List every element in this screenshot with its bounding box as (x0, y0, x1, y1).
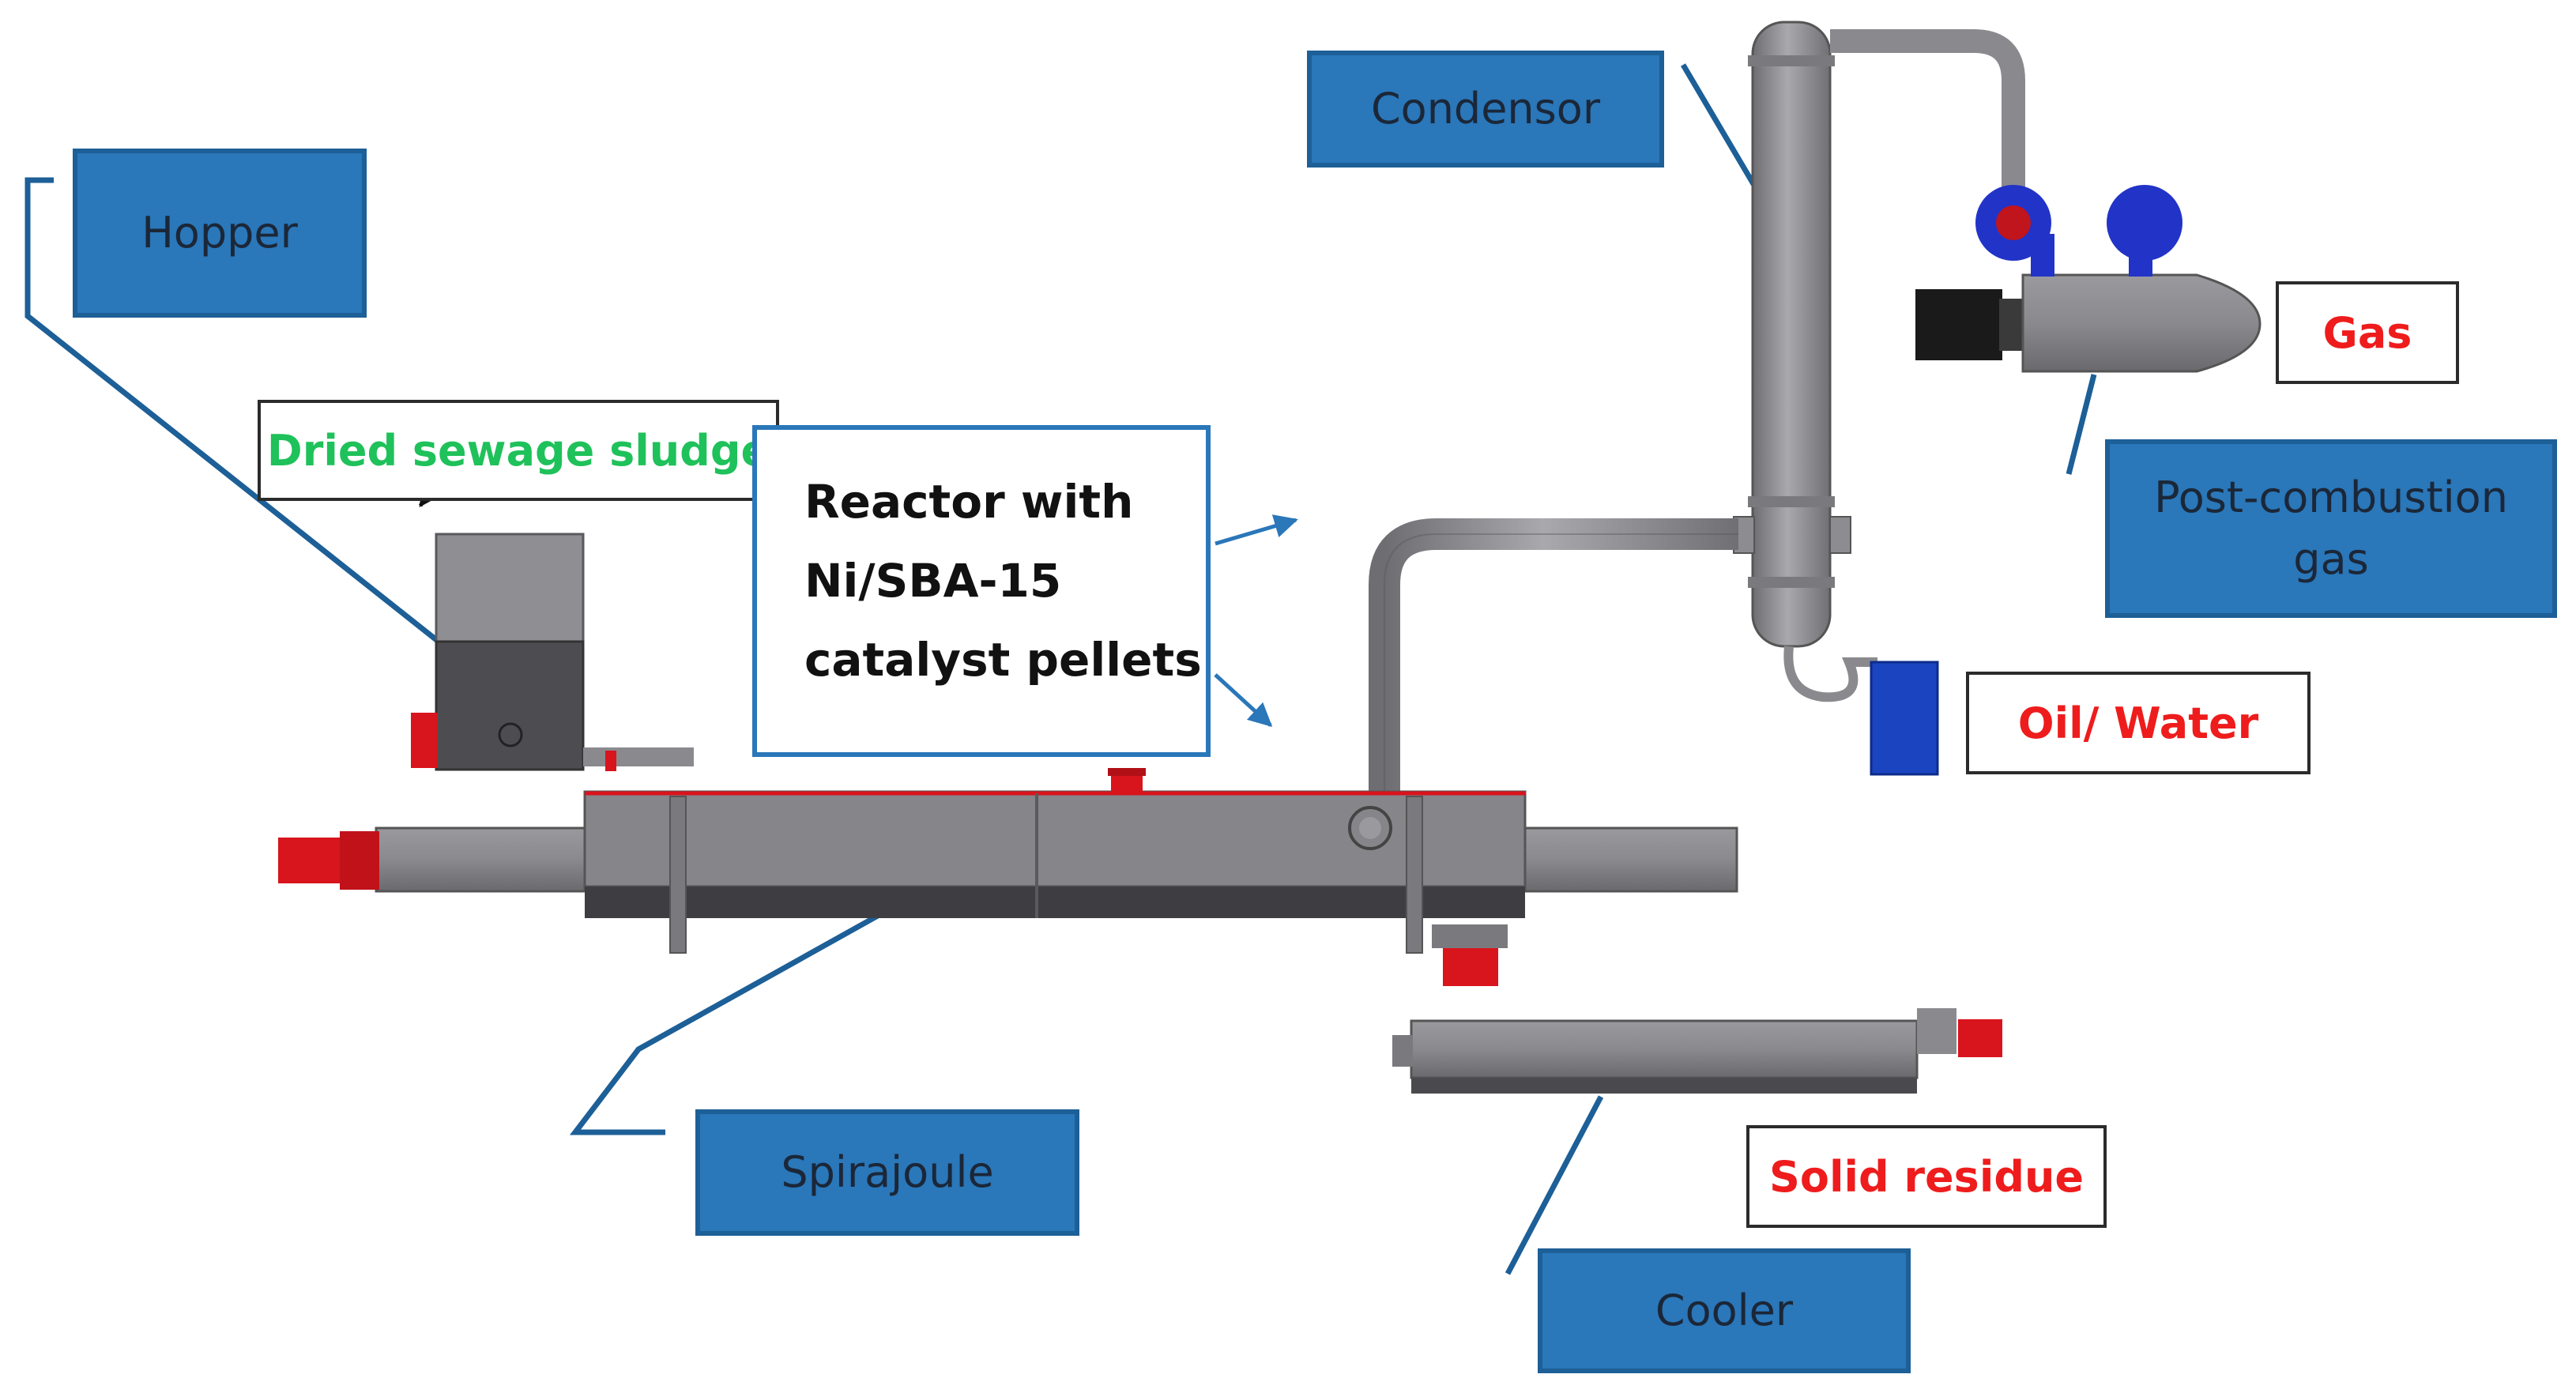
condensor-label-text: Condensor (1370, 83, 1601, 134)
cooler-leader (1505, 1095, 1604, 1275)
dried-sludge-label: Dried sewage sludge (258, 400, 779, 501)
condensor-label: Condensor (1307, 51, 1664, 168)
vapour-pipe (1369, 518, 1738, 800)
cooler-motor (1958, 1019, 2002, 1057)
reactor-note: Reactor with Ni/SBA-15 catalyst pellets (752, 425, 1211, 757)
drain-pipe (1783, 646, 1877, 702)
reactor-note-line1: Reactor with (804, 475, 1134, 529)
hopper-label: Hopper (73, 149, 367, 318)
oil-water-text: Oil/ Water (2017, 698, 2259, 748)
reactor-arrow-upper (1215, 514, 1298, 546)
oil-water-label: Oil/ Water (1966, 672, 2310, 774)
spirajoule-label: Spirajoule (695, 1109, 1079, 1236)
spirajoule-label-text: Spirajoule (781, 1146, 994, 1197)
burner-assembly (1915, 185, 2262, 373)
dried-sludge-text: Dried sewage sludge (266, 425, 770, 476)
reactor-note-line3: catalyst pellets (804, 633, 1202, 687)
spirajoule-reactor (278, 768, 1738, 986)
reactor-note-line2: Ni/SBA-15 (804, 554, 1062, 608)
leader-lines (24, 63, 2097, 1275)
post-combustion-leader (2066, 374, 2097, 475)
solid-residue-text: Solid residue (1768, 1151, 2085, 1202)
hopper-unit (411, 533, 694, 771)
condensor-leader (1680, 63, 1759, 190)
oil-water-tank (1870, 661, 1939, 776)
gas-label: Gas (2276, 281, 2459, 384)
cooler-feed-motor (1443, 945, 1498, 986)
condensor-column (1733, 21, 1851, 648)
pump-right (2107, 185, 2182, 261)
spirajoule-leader (569, 909, 885, 1135)
cooler-label: Cooler (1538, 1248, 1911, 1373)
hopper-label-text: Hopper (141, 207, 298, 258)
gas-text: Gas (2322, 307, 2412, 358)
solid-residue-label: Solid residue (1746, 1125, 2107, 1228)
cooler-label-text: Cooler (1655, 1285, 1794, 1335)
post-combustion-label-line1: Post-combustion (2154, 472, 2508, 522)
post-combustion-label-line2: gas (2293, 534, 2369, 584)
cooler-unit (1392, 1008, 2002, 1094)
gas-pipe (1830, 29, 2025, 207)
hopper-leader (24, 177, 441, 644)
post-combustion-label: Post-combustion gas (2105, 439, 2557, 618)
reactor-arrow-lower (1214, 673, 1273, 728)
